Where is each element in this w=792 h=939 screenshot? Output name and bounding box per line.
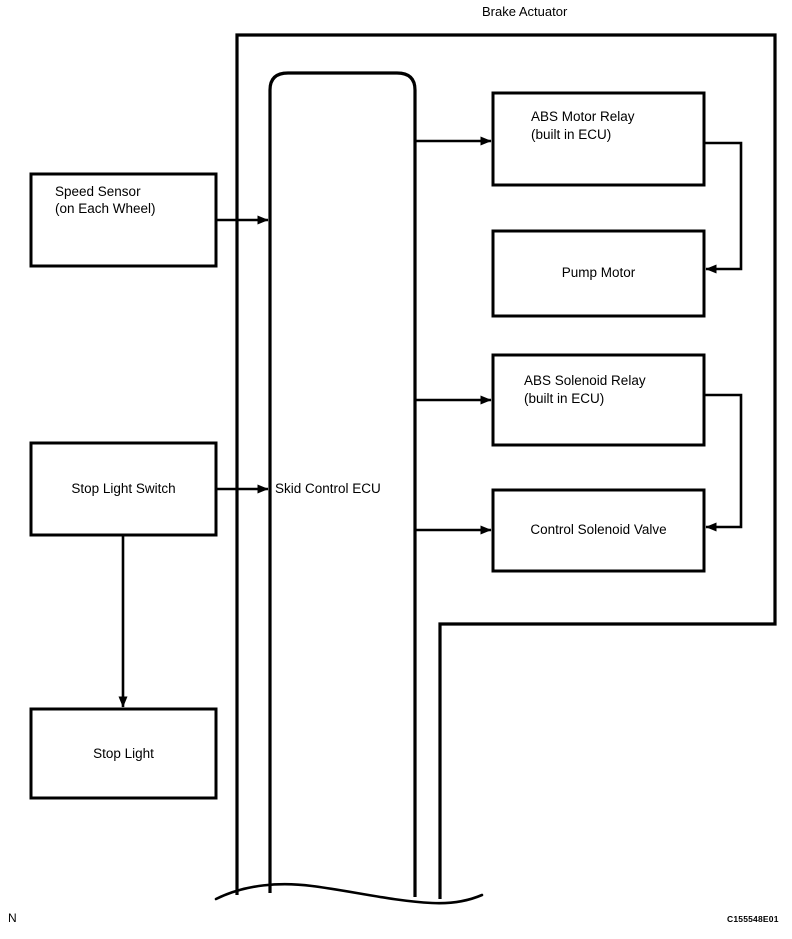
stop-light-label: Stop Light [93,746,154,761]
speed-sensor-label-line1: Speed Sensor [55,184,141,199]
skid-control-ecu-label: Skid Control ECU [275,481,381,496]
connector-abs-motor-relay-to-pump-motor [704,141,743,274]
pump-motor-label: Pump Motor [561,265,636,280]
skid-control-ecu-outline [268,71,417,897]
figure-code-label: C155548E01 [727,914,779,924]
abs-motor-relay-box [491,91,706,187]
brake-actuator-boundary [235,33,777,899]
pump-motor-box [491,229,706,318]
abs-solenoid-relay-label-line1: ABS Solenoid Relay [524,373,646,388]
abs-motor-relay-label-line1: ABS Motor Relay [531,109,635,124]
abs-motor-relay-label-line2: (built in ECU) [531,127,612,142]
stop-light-switch-label: Stop Light Switch [71,481,176,496]
abs-solenoid-relay-box [491,353,706,447]
break-line [214,882,484,905]
control-solenoid-valve-label: Control Solenoid Valve [530,522,667,537]
stop-light-box [29,707,218,800]
corner-mark-label: N [8,911,17,925]
control-solenoid-valve-box [491,488,706,573]
connector-abs-solenoid-relay-to-control-solenoid-valve [704,393,743,532]
abs-solenoid-relay-label-line2: (built in ECU) [524,391,605,406]
stop-light-switch-box [29,441,218,537]
diagram-title: Brake Actuator [482,4,568,19]
speed-sensor-label-line2: (on Each Wheel) [55,201,156,216]
